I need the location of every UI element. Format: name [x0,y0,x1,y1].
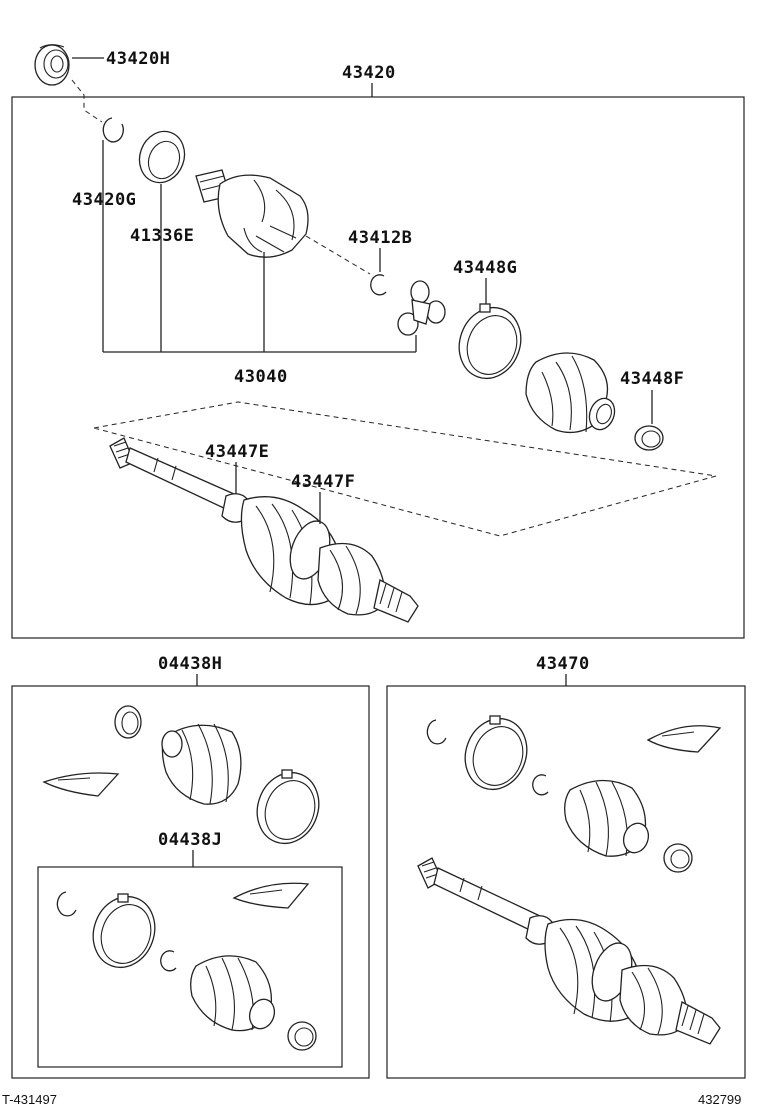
part-04438J-grease-pack[interactable] [232,882,310,909]
part-04438J-small-snap-ring[interactable] [160,950,177,972]
label-43420G[interactable]: 43420G [72,190,136,210]
part-43470-small-clamp[interactable] [663,843,693,873]
part-04438H-small-clamp[interactable] [114,705,142,739]
part-43470-boot[interactable] [564,779,653,857]
box-04438H [11,685,370,1079]
box-43420 [11,96,745,639]
label-04438J[interactable]: 04438J [158,830,222,850]
part-43448G-clamp[interactable] [449,299,530,387]
label-43470[interactable]: 43470 [536,654,590,674]
part-41336E-ring[interactable] [132,125,191,189]
footer-right-code: 432799 [698,1092,741,1107]
label-43447F[interactable]: 43447F [291,472,355,492]
part-04438H-large-clamp[interactable] [247,764,328,852]
part-43470-grease-pack[interactable] [646,725,722,753]
part-04438J-boot[interactable] [190,955,279,1032]
label-43448G[interactable]: 43448G [453,258,517,278]
label-43420H[interactable]: 43420H [106,49,170,69]
label-43447E[interactable]: 43447E [205,442,269,462]
part-04438J-snap-ring[interactable] [56,891,77,917]
footer-left-code: T-431497 [2,1092,57,1107]
label-43040[interactable]: 43040 [234,367,288,387]
label-43412B[interactable]: 43412B [348,228,412,248]
label-04438H[interactable]: 04438H [158,654,222,674]
label-43448F[interactable]: 43448F [620,369,684,389]
part-04438J-small-clamp[interactable] [287,1021,317,1051]
part-43470-large-clamp[interactable] [455,710,536,798]
box-04438J [37,866,343,1068]
part-04438H-grease-pack[interactable] [42,772,120,797]
part-43470-snap-ring[interactable] [426,719,447,745]
part-43040-inner-joint-housing[interactable] [195,169,309,258]
part-inner-boot[interactable] [525,352,619,434]
part-43470-small-snap-ring[interactable] [532,774,549,796]
part-drive-shaft-assembly[interactable] [109,437,419,623]
part-04438H-boot[interactable] [161,723,242,805]
part-43420H-seal[interactable] [34,44,70,86]
label-43420[interactable]: 43420 [342,63,396,83]
part-04438J-large-clamp[interactable] [83,888,164,976]
label-41336E[interactable]: 41336E [130,226,194,246]
part-43412B-snap-ring[interactable] [370,274,387,296]
part-43470-drive-shaft[interactable] [417,857,721,1045]
part-tripod[interactable] [397,280,446,336]
part-43420G-snap-ring[interactable] [102,117,124,143]
part-43448F-small-clamp[interactable] [634,425,664,451]
